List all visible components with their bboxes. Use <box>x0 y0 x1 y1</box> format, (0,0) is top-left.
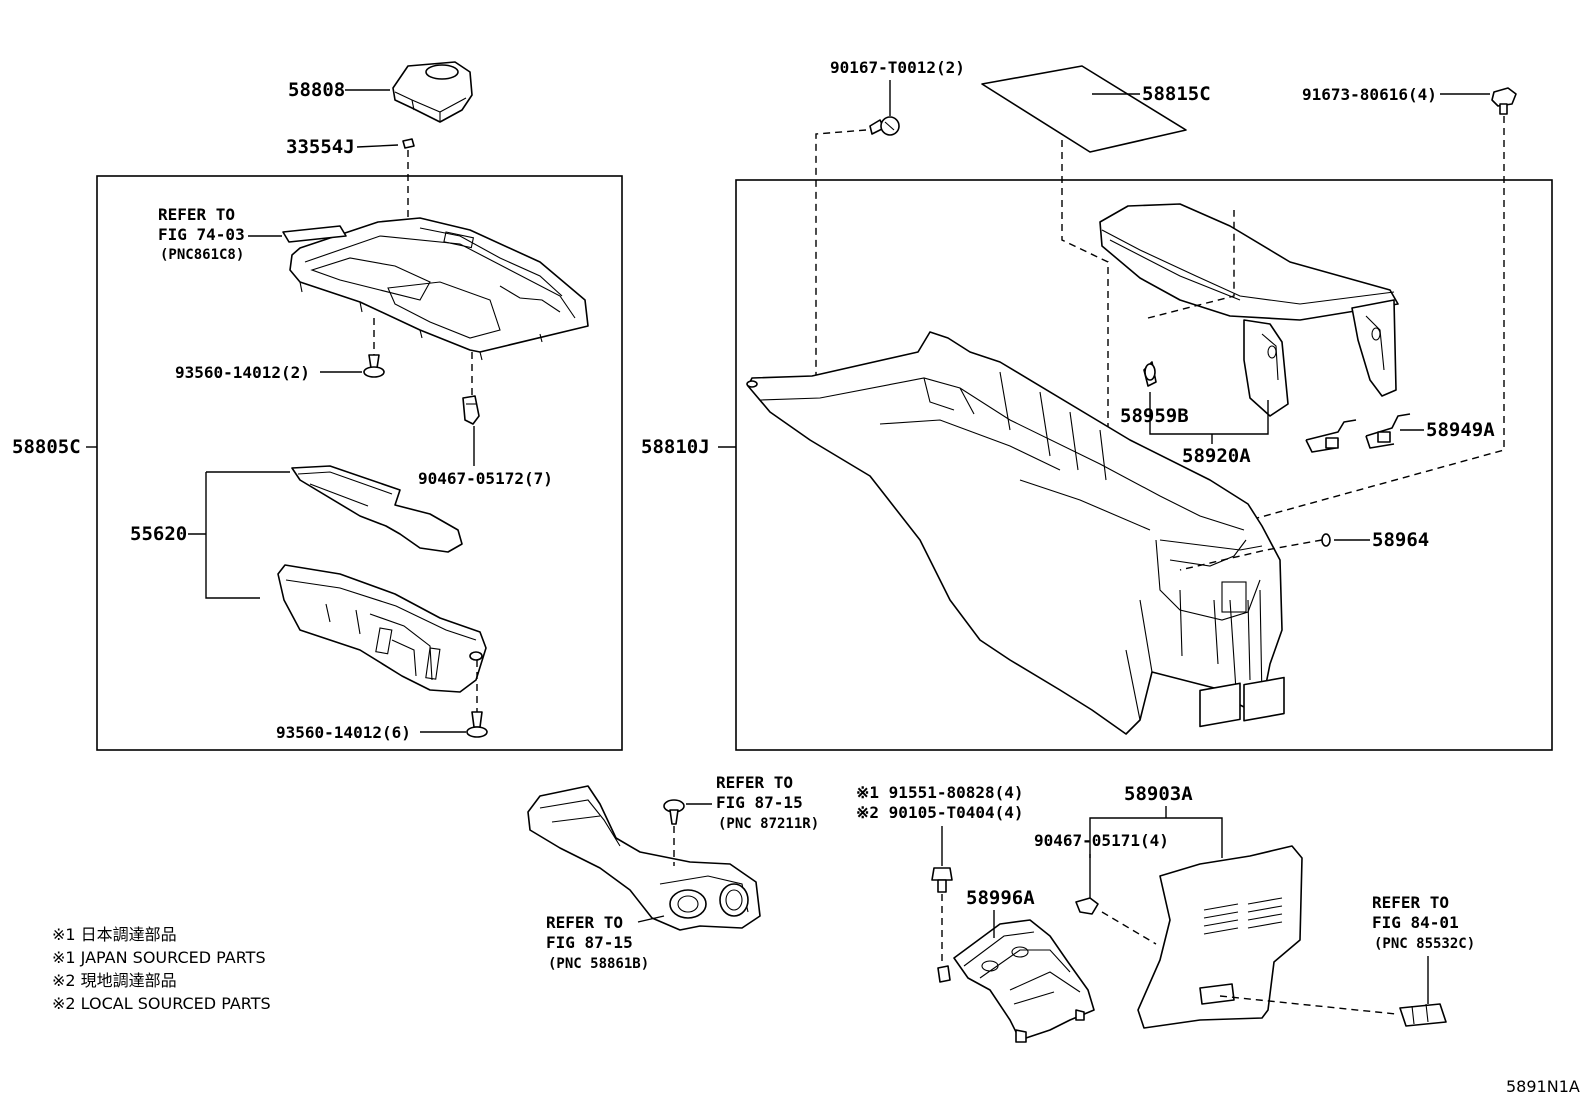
spring-58949a-shape <box>1305 413 1411 453</box>
label-58964[interactable]: 58964 <box>1372 529 1429 551</box>
ref-87-15-a-line3: (PNC 87211R) <box>718 816 819 832</box>
part-58808-shape <box>392 61 473 123</box>
ref-87-15-b-line2: FIG 87-15 <box>546 933 633 952</box>
screw-90167-shape <box>869 116 900 136</box>
label-58959b[interactable]: 58959B <box>1120 405 1189 427</box>
bolt-91673-shape <box>1491 87 1517 115</box>
pad-58815c-shape <box>981 65 1187 153</box>
label-58920a[interactable]: 58920A <box>1182 445 1251 467</box>
diagram-code: 5891N1A <box>1506 1077 1580 1096</box>
right-group-frame <box>735 179 1553 751</box>
clip-90467-05171-shape <box>1075 897 1099 915</box>
armrest-lid-shape <box>1099 203 1399 417</box>
ring-58964-shape <box>1321 533 1331 547</box>
air-duct-shape <box>527 785 761 931</box>
part-33554j-shape <box>402 138 415 149</box>
ref-84-01-line1: REFER TO <box>1372 893 1449 912</box>
note-1-jp: ※1 日本調達部品 <box>52 925 177 944</box>
clip-58959b-shape <box>1143 361 1157 387</box>
label-58810j[interactable]: 58810J <box>641 436 710 458</box>
label-55620[interactable]: 55620 <box>130 523 187 545</box>
ref-74-03-line2: FIG 74-03 <box>158 225 245 244</box>
screw-93560-2-shape <box>363 354 385 378</box>
push-clip-shape <box>663 799 685 825</box>
label-58815c[interactable]: 58815C <box>1142 83 1211 105</box>
label-91673-80616-4[interactable]: 91673-80616(4) <box>1302 85 1437 104</box>
bracket-58996a-shape <box>937 919 1095 1043</box>
note-2-en: ※2 LOCAL SOURCED PARTS <box>52 994 271 1013</box>
label-58996a[interactable]: 58996A <box>966 887 1035 909</box>
ref-87-15-a-line1: REFER TO <box>716 773 793 792</box>
ref-87-15-a-line2: FIG 87-15 <box>716 793 803 812</box>
note-1-en: ※1 JAPAN SOURCED PARTS <box>52 948 266 967</box>
bolt-90105-shape <box>931 867 953 893</box>
label-58949a[interactable]: 58949A <box>1426 419 1495 441</box>
ref-87-15-b-line3: (PNC 58861B) <box>548 956 649 972</box>
ref-84-01-line3: (PNC 85532C) <box>1374 936 1475 952</box>
ref-74-03-line1: REFER TO <box>158 205 235 224</box>
ref-87-15-b-line1: REFER TO <box>546 913 623 932</box>
label-sticker-shape <box>282 225 347 243</box>
screw-93560-6-shape <box>466 711 488 738</box>
label-91551-80828-4[interactable]: ※1 91551-80828(4) <box>856 783 1024 802</box>
label-58805c[interactable]: 58805C <box>12 436 81 458</box>
label-90467-05172-7[interactable]: 90467-05172(7) <box>418 469 553 488</box>
label-93560-14012-2[interactable]: 93560-14012(2) <box>175 363 310 382</box>
label-90167-t0012-2[interactable]: 90167-T0012(2) <box>830 58 965 77</box>
label-58808[interactable]: 58808 <box>288 79 345 101</box>
label-93560-14012-6[interactable]: 93560-14012(6) <box>276 723 411 742</box>
ref-74-03-line3: (PNC861C8) <box>160 247 244 263</box>
shift-panel-shape <box>289 217 589 361</box>
clip-90467-05172-shape <box>462 395 480 425</box>
label-90105-t0404-4[interactable]: ※2 90105-T0404(4) <box>856 803 1024 822</box>
connector-85532c-shape <box>1399 1003 1447 1027</box>
note-2-jp: ※2 現地調達部品 <box>52 971 177 990</box>
ref-84-01-line2: FIG 84-01 <box>1372 913 1459 932</box>
label-90467-05171-4[interactable]: 90467-05171(4) <box>1034 831 1169 850</box>
console-box-shape <box>277 564 487 693</box>
rear-panel-58903a-shape <box>1137 676 1303 1029</box>
label-33554j[interactable]: 33554J <box>286 136 355 158</box>
left-group-frame <box>96 175 623 751</box>
label-58903a[interactable]: 58903A <box>1124 783 1193 805</box>
console-body-shape <box>746 331 1283 735</box>
console-mat-shape <box>291 465 463 553</box>
